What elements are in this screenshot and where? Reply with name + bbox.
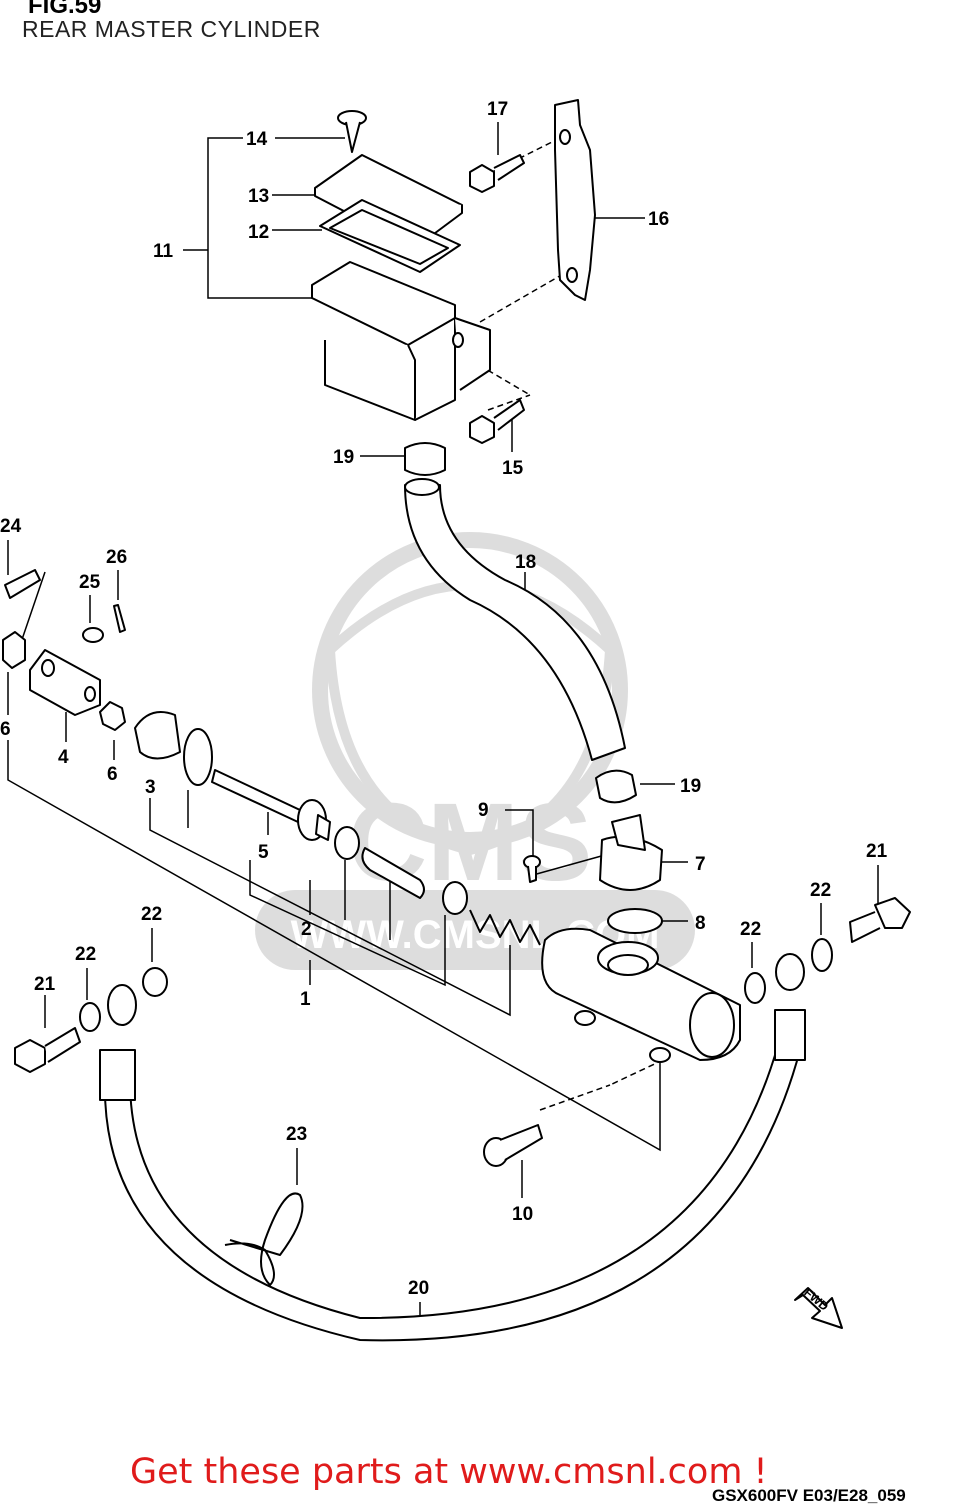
drawing-code: GSX600FV E03/E28_059 [712,1486,906,1505]
promo-link[interactable]: Get these parts at www.cmsnl.com ! [130,1452,768,1492]
callout-7: 7 [695,854,706,875]
reservoir-bracket [554,99,596,301]
callout-8: 8 [695,913,706,934]
callout-13: 13 [248,186,269,207]
callout-24: 24 [0,516,22,537]
cotter-pin [113,604,126,633]
diagram-title: REAR MASTER CYLINDER [22,16,321,42]
callout-22c: 22 [141,904,162,925]
union-bolt-right [849,897,911,943]
hose-clamp-upper [404,442,446,476]
spring [469,909,541,946]
callout-16: 16 [648,209,669,230]
piston [361,847,425,899]
reservoir-hose [404,484,626,761]
reservoir-cap-screw [337,110,367,153]
callout-19a: 19 [333,447,354,468]
callout-4: 4 [58,747,69,768]
callout-2: 2 [301,919,312,940]
master-cylinder-body [541,927,741,1063]
callout-6a: 6 [0,719,11,740]
forward-arrow-icon: FWD [794,1285,843,1329]
hose-clamp-lower [595,769,637,804]
hose-clip [224,1192,304,1286]
boot [134,711,181,760]
cup-seal [442,881,468,915]
gasket-22c [142,967,168,997]
o-ring [607,908,663,934]
bracket-bolt-17 [469,154,525,193]
callout-26: 26 [106,547,127,568]
reservoir-bolt-15 [469,399,525,444]
gasket-22b [744,972,766,1004]
callout-25: 25 [79,572,101,593]
parts: FWD [2,99,911,1342]
callout-10: 10 [512,1204,533,1225]
clevis [29,649,101,716]
callout-23: 23 [286,1124,307,1145]
callout-9: 9 [478,800,489,821]
callout-18: 18 [515,552,536,573]
watermark: CMS WWW.CMSNL.COM [255,532,695,970]
reservoir [311,261,456,346]
callout-22d: 22 [75,944,96,965]
callout-20: 20 [408,1278,429,1299]
callout-22b: 22 [740,919,761,940]
nut-6-left [2,631,26,669]
clevis-pin [4,569,41,599]
callout-1: 1 [300,989,311,1010]
gasket-22d [79,1002,101,1032]
gasket-22a [811,938,833,972]
callout-12: 12 [248,222,269,243]
nut-6 [99,701,126,731]
callout-6b: 6 [107,764,118,785]
callout-21b: 21 [34,974,56,995]
screw-9 [523,855,541,883]
callout-14: 14 [246,129,268,150]
callout-17: 17 [487,99,508,120]
push-rod [211,769,301,823]
callout-labels: 1 2 3 4 5 6 6 7 8 9 10 11 12 13 14 15 16… [0,99,888,1299]
callout-15: 15 [502,458,524,479]
callout-11: 11 [153,241,174,262]
callout-19b: 19 [680,776,701,797]
brake-hose [103,1044,801,1342]
callout-22a: 22 [810,880,831,901]
figure-number: FIG.59 [28,0,102,19]
watermark-logo: CMS [348,781,592,904]
mounting-bolt-10 [483,1124,543,1167]
union-bolt-left [14,1027,81,1073]
callout-3: 3 [145,777,156,798]
washer-25 [82,627,104,643]
circlip [183,728,213,786]
callout-21a: 21 [866,841,888,862]
callout-5: 5 [258,842,269,863]
